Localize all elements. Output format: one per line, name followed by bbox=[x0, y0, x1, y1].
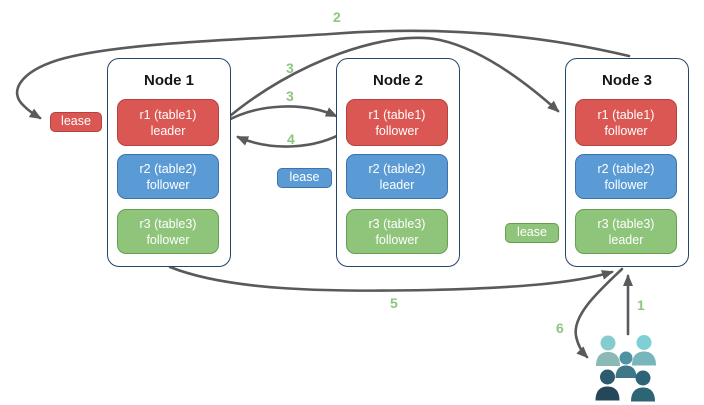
replica-role: follower bbox=[604, 123, 648, 138]
step-label-1: 1 bbox=[637, 297, 645, 313]
node-3-replica-r3: r3 (table3) leader bbox=[575, 209, 677, 254]
node-2-title: Node 2 bbox=[372, 72, 423, 89]
node-3: Node 3 r1 (table1) follower r2 (table2) … bbox=[565, 58, 689, 267]
node-3-replica-r2: r2 (table2) follower bbox=[575, 154, 677, 199]
lease-tag-r1: lease bbox=[50, 112, 102, 132]
node-1: Node 1 r1 (table1) leader r2 (table2) fo… bbox=[107, 58, 231, 267]
user-icon-bottom-right bbox=[631, 370, 655, 402]
step-label-3a: 3 bbox=[286, 60, 294, 76]
node-1-title: Node 1 bbox=[143, 72, 194, 89]
arrow-step3-leader-to-node3 bbox=[222, 36, 560, 123]
arrow-step4-node2-to-leader bbox=[236, 129, 348, 148]
user-icon-top-right bbox=[632, 335, 656, 366]
step-label-3b: 3 bbox=[286, 88, 294, 104]
replica-role: follower bbox=[146, 177, 190, 192]
replica-name: r2 (table2) bbox=[368, 161, 426, 176]
node-1-replica-r1: r1 (table1) leader bbox=[117, 99, 219, 146]
node-3-replica-r1: r1 (table1) follower bbox=[575, 99, 677, 146]
step-label-6: 6 bbox=[556, 320, 564, 336]
node-2-replica-r3: r3 (table3) follower bbox=[346, 209, 448, 254]
node-1-replica-r2: r2 (table2) follower bbox=[117, 154, 219, 199]
node-2-replica-r2: r2 (table2) leader bbox=[346, 154, 448, 199]
lease-tag-r2: lease bbox=[277, 168, 332, 188]
replica-name: r2 (table2) bbox=[597, 161, 655, 176]
arrow-step6-node3-to-users bbox=[574, 267, 624, 359]
replica-role: leader bbox=[379, 177, 415, 192]
node-2-replica-r1: r1 (table1) follower bbox=[346, 99, 448, 146]
user-group-icon bbox=[593, 331, 661, 403]
replica-role: leader bbox=[150, 123, 186, 138]
replica-role: follower bbox=[375, 123, 419, 138]
replica-name: r1 (table1) bbox=[139, 107, 197, 122]
arrow-step2-node3-to-lease1 bbox=[15, 29, 631, 120]
step-label-5: 5 bbox=[390, 295, 398, 311]
replica-role: follower bbox=[375, 232, 419, 247]
arrow-step5-node1-to-node3 bbox=[168, 265, 614, 292]
node-1-replica-r3: r3 (table3) follower bbox=[117, 209, 219, 254]
replica-name: r2 (table2) bbox=[139, 161, 197, 176]
node-3-title: Node 3 bbox=[601, 72, 652, 89]
replica-name: r3 (table3) bbox=[597, 216, 655, 231]
step-label-4: 4 bbox=[287, 131, 295, 147]
lease-tag-r3: lease bbox=[505, 223, 559, 243]
replica-role: leader bbox=[608, 232, 644, 247]
replica-role: follower bbox=[146, 232, 190, 247]
step-label-2: 2 bbox=[333, 9, 341, 25]
arrow-step3-leader-to-node2 bbox=[223, 105, 338, 124]
replica-role: follower bbox=[604, 177, 648, 192]
node-2: Node 2 r1 (table1) follower r2 (table2) … bbox=[336, 58, 460, 267]
replica-name: r1 (table1) bbox=[368, 107, 426, 122]
user-icon-middle bbox=[615, 351, 637, 378]
replica-name: r1 (table1) bbox=[597, 107, 655, 122]
replica-name: r3 (table3) bbox=[139, 216, 197, 231]
replica-name: r3 (table3) bbox=[368, 216, 426, 231]
user-icon-top-left bbox=[596, 335, 620, 366]
user-icon-bottom-left bbox=[595, 369, 620, 401]
